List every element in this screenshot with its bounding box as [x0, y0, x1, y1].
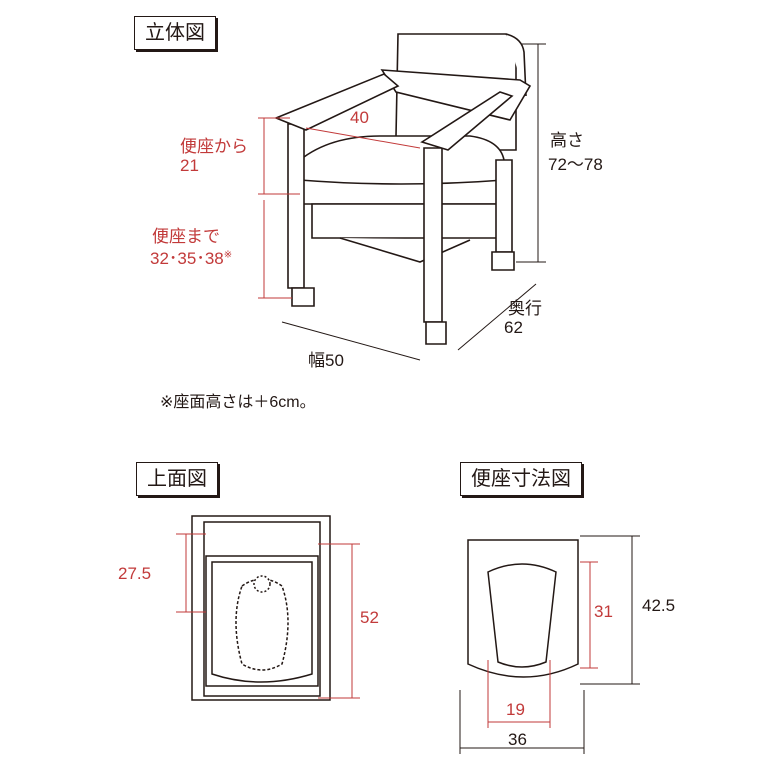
- seat-black-lines: [459, 535, 640, 754]
- seat-outer-depth-value: 42.5: [642, 596, 676, 615]
- depth-label: 奥行: [508, 299, 542, 318]
- seat-dimension-drawing: [467, 539, 579, 678]
- seat-width-value: 40: [350, 108, 369, 127]
- to-floor-mark: ※: [223, 249, 233, 261]
- isometric-chair-drawing: [273, 33, 532, 345]
- from-seat-value: 21: [180, 156, 199, 175]
- from-seat-label: 便座から: [180, 137, 248, 156]
- top-view-title: 上面図: [136, 462, 218, 496]
- seat-outer-width-value: 36: [508, 730, 527, 749]
- depth-value: 62: [504, 318, 523, 337]
- isometric-dimension-lines: [258, 117, 421, 299]
- isometric-black-dimension-lines: [281, 43, 546, 361]
- seat-hole-depth-value: 31: [594, 602, 613, 621]
- isometric-view-title: 立体図: [134, 16, 216, 50]
- seat-dimension-lines: [487, 561, 598, 728]
- seat-view-title: 便座寸法図: [460, 462, 582, 496]
- to-floor-value-text: 32･35･38: [150, 249, 224, 268]
- seat-hole-width-value: 19: [506, 700, 525, 719]
- top-depth-value: 52: [360, 608, 379, 627]
- top-view-dimensions: [176, 533, 360, 699]
- height-value: 72〜78: [548, 155, 603, 174]
- width-label: 幅50: [308, 351, 344, 370]
- top-view-drawing: [191, 515, 331, 701]
- top-front-value: 27.5: [118, 564, 152, 583]
- to-floor-label: 便座まで: [152, 227, 220, 246]
- height-label: 高さ: [550, 131, 584, 150]
- seat-height-note: ※座面高さは＋6cm。: [160, 394, 316, 411]
- to-floor-value: 32･35･38※: [150, 244, 232, 269]
